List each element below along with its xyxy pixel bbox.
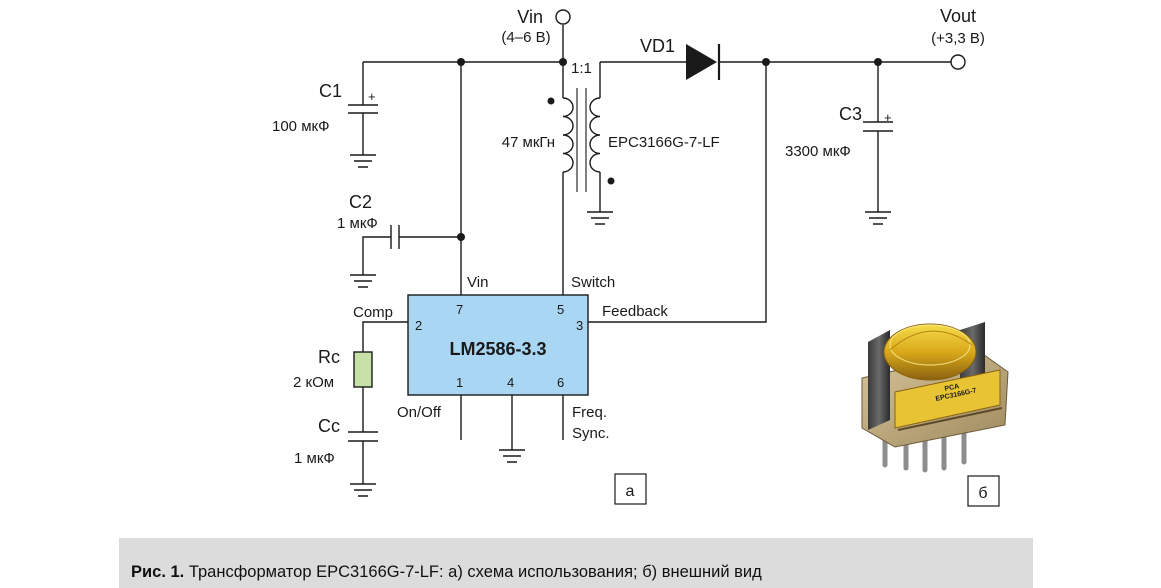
c2-capacitor — [390, 225, 400, 249]
ground-c1 — [350, 154, 376, 168]
wires — [362, 25, 953, 484]
pin7-number: 7 — [456, 302, 463, 317]
c3-value: 3300 мкФ — [785, 143, 851, 160]
c2-name: C2 — [349, 192, 372, 212]
ground-c2 — [350, 274, 376, 288]
rc-value: 2 кОм — [293, 374, 334, 391]
cc-name: Cc — [318, 416, 340, 436]
transformer — [547, 88, 615, 192]
ground-c3 — [865, 211, 891, 225]
circuit-schematic: Vin (4–6 В) Vout (+3,3 В) VD1 1:1 47 мкГ… — [272, 6, 1009, 507]
panel-b-label: б — [978, 485, 987, 502]
pin-sync-label: Sync. — [572, 425, 610, 442]
pin3-number: 3 — [576, 318, 583, 333]
cc-value: 1 мкФ — [294, 450, 335, 467]
diode-label: VD1 — [640, 36, 675, 56]
pin-feedback-label: Feedback — [602, 303, 668, 320]
caption-bar: Рис. 1. Трансформатор EPC3166G-7-LF: а) … — [119, 538, 1033, 588]
caption-label: Рис. 1. — [131, 563, 185, 581]
pin-switch-label: Switch — [571, 274, 615, 291]
pin1-number: 1 — [456, 375, 463, 390]
pin4-number: 4 — [507, 375, 514, 390]
c2-value: 1 мкФ — [337, 215, 378, 232]
c3-plus: + — [884, 110, 892, 125]
panel-b-box — [967, 475, 1000, 507]
panel-a-label: а — [626, 483, 635, 500]
figure-caption: Рис. 1. Трансформатор EPC3166G-7-LF: а) … — [131, 563, 762, 582]
c1-plus: + — [368, 89, 376, 104]
transformer-part: EPC3166G-7-LF — [608, 134, 720, 151]
rc-resistor — [353, 351, 373, 388]
ground-cc — [350, 483, 376, 497]
ground-secondary — [587, 211, 613, 225]
transformer-photo: PCA EPC3166G-7 — [861, 322, 1009, 473]
pin-comp-label: Comp — [353, 304, 393, 321]
pin5-number: 5 — [557, 302, 564, 317]
rc-name: Rc — [318, 347, 340, 367]
c1-capacitor — [348, 104, 378, 114]
vout-label: Vout — [940, 6, 976, 26]
transformer-ratio: 1:1 — [571, 60, 592, 77]
c3-capacitor — [863, 121, 893, 132]
c3-name: C3 — [839, 104, 862, 124]
vout-value: (+3,3 В) — [931, 30, 985, 47]
ic-lm2586 — [407, 294, 589, 396]
junction-dots — [457, 58, 882, 241]
pin2-number: 2 — [415, 318, 422, 333]
vin-label: Vin — [517, 7, 543, 27]
ic-name: LM2586-3.3 — [449, 339, 546, 359]
diode-vd1 — [686, 44, 721, 80]
c1-value: 100 мкФ — [272, 118, 329, 135]
inductance-label: 47 мкГн — [502, 134, 555, 151]
pin-onoff-label: On/Off — [397, 404, 442, 421]
ground-pin4 — [499, 449, 525, 463]
vin-range: (4–6 В) — [501, 29, 550, 46]
pin-vin-label: Vin — [467, 274, 488, 291]
c1-name: C1 — [319, 81, 342, 101]
photo-marking-1: PCA — [944, 383, 960, 393]
pin6-number: 6 — [557, 375, 564, 390]
cc-capacitor — [348, 431, 378, 442]
vin-terminal — [555, 9, 571, 25]
panel-a-box — [614, 473, 647, 505]
pin-freq-label: Freq. — [572, 404, 607, 421]
caption-text: Трансформатор EPC3166G-7-LF: а) схема ис… — [184, 563, 762, 581]
vout-terminal — [950, 54, 966, 70]
